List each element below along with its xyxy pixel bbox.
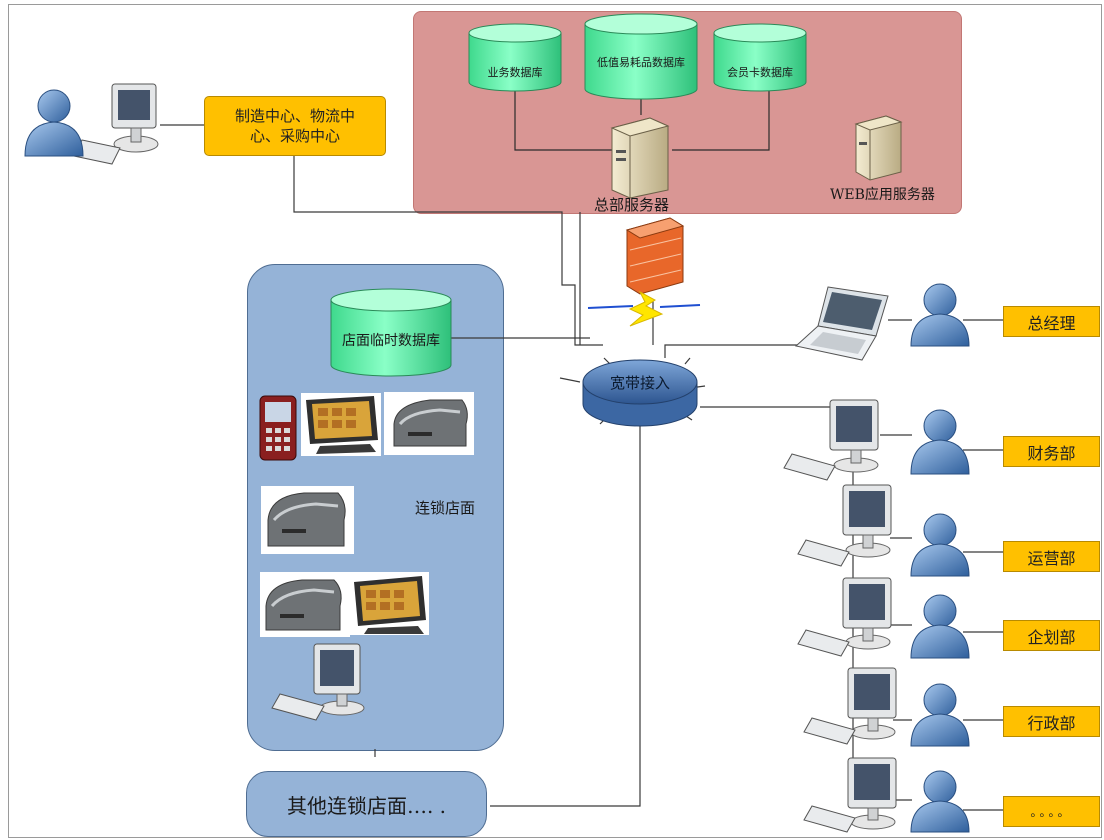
user-icon (910, 770, 970, 833)
network-lines (160, 124, 1003, 811)
dept-label-planning: 企划部 (1003, 620, 1100, 651)
database-icon (468, 23, 562, 92)
computer-icon (797, 484, 892, 567)
other-stores-label: 其他连锁店面…. . (286, 793, 447, 818)
user-icon (910, 513, 970, 577)
printer-icon (260, 572, 350, 637)
hq-connection-lines (514, 90, 770, 151)
database-label: 会员卡数据库 (727, 66, 793, 79)
broadband-label: 宽带接入 (609, 374, 670, 392)
user-icon (910, 683, 970, 747)
user-icon (910, 409, 970, 475)
dept-label-operations: 运营部 (1003, 541, 1100, 572)
pos-terminal-icon (350, 572, 429, 635)
database-icon (713, 23, 807, 92)
computer-icon (73, 83, 159, 165)
web-server-label: WEB应用服务器 (830, 187, 935, 203)
computer-icon (797, 577, 892, 657)
laptop-icon (794, 286, 889, 361)
dept-label-more: 。。。。 (1003, 796, 1100, 827)
chain-store-label: 连锁店面 (415, 499, 476, 517)
router-icon (559, 357, 706, 427)
printer-icon (384, 392, 474, 455)
store-database-label: 店面临时数据库 (342, 333, 440, 349)
database-icon (584, 13, 698, 100)
dept-label-administration: 行政部 (1003, 706, 1100, 737)
firewall-icon (625, 217, 685, 295)
computer-icon (803, 757, 897, 833)
database-label: 业务数据库 (487, 66, 543, 79)
diagram-frame (8, 4, 1102, 838)
user-icon (24, 89, 84, 157)
printer-icon (261, 486, 354, 554)
pos-terminal-icon (301, 393, 381, 456)
mfg-logistics-purchase-label: 制造中心、物流中 心、采购中心 (204, 96, 386, 156)
database-label: 低值易耗品数据库 (597, 56, 685, 69)
mobile-terminal-icon (259, 395, 297, 461)
database-icon (330, 288, 452, 377)
dept-label-finance: 财务部 (1003, 436, 1100, 467)
hq-server-label: 总部服务器 (594, 196, 670, 214)
computer-icon (271, 643, 365, 721)
server-icon (854, 115, 903, 181)
computer-icon (803, 667, 897, 745)
user-icon (910, 594, 970, 659)
server-icon (610, 117, 670, 199)
user-icon (910, 283, 970, 347)
dept-label-general-manager: 总经理 (1003, 306, 1100, 337)
computer-icon (783, 399, 879, 481)
lightning-icon (587, 290, 701, 327)
other-stores-box: 其他连锁店面…. . (246, 771, 487, 837)
